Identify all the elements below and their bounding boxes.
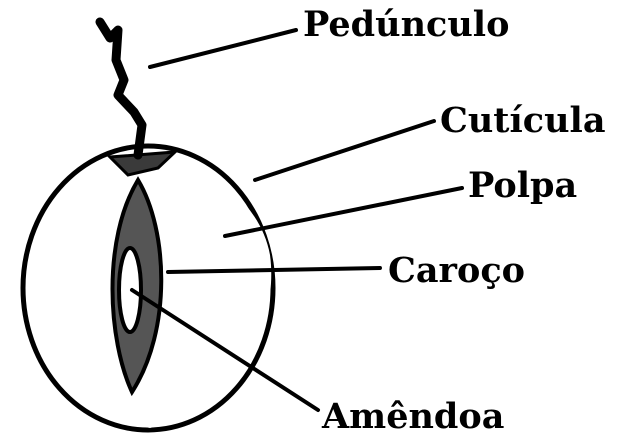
label-cuticle: Cutícula bbox=[440, 100, 606, 141]
label-pit: Caroço bbox=[388, 250, 525, 291]
peduncle-stem bbox=[100, 22, 142, 155]
leader-cuticle bbox=[255, 121, 434, 180]
fruit-body bbox=[23, 146, 273, 430]
leader-peduncle bbox=[150, 30, 296, 67]
leader-pulp bbox=[225, 188, 462, 236]
label-peduncle: Pedúnculo bbox=[303, 4, 509, 45]
label-pulp: Polpa bbox=[468, 165, 577, 206]
label-kernel: Amêndoa bbox=[321, 396, 504, 437]
